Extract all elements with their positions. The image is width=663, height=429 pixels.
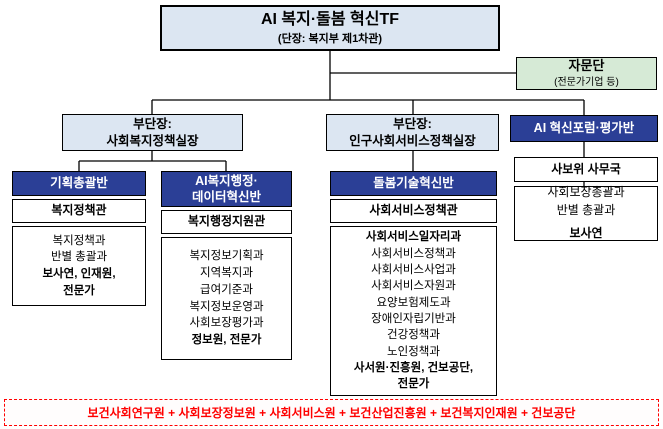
list-line: 전문가 — [397, 378, 430, 391]
planning-manager-label: 복지정책관 — [51, 203, 107, 218]
list-line: 사회보장총괄과 — [547, 185, 625, 200]
list-line: 사회서비스사업과 — [371, 264, 456, 277]
list-line: 지역복지과 — [200, 267, 253, 280]
list-line: 노인정책과 — [387, 345, 440, 358]
list-line: 보사연, 인재원, — [42, 268, 116, 280]
list-line: 복지정보기획과 — [189, 250, 264, 263]
care-tech-header-box: 돌봄기술혁신반 — [330, 171, 497, 196]
planning-manager-box: 복지정책관 — [12, 199, 146, 223]
care-tech-header-label: 돌봄기술혁신반 — [373, 176, 454, 191]
list-line: 복지정책과 — [52, 234, 106, 247]
ai-admin-header-box: AI복지행정· 데이터혁신반 — [161, 171, 292, 207]
ai-admin-manager-box: 복지행정지원관 — [161, 210, 292, 234]
deputy2-box: 부단장: 인구사회서비스정책실장 — [326, 114, 499, 151]
forum-office-label: 사보위 사무국 — [551, 161, 621, 176]
list-line: 사회서비스자원과 — [371, 280, 456, 293]
list-line: 사회서비스정책과 — [371, 247, 456, 260]
list-line: 정보원, 전문가 — [191, 333, 262, 346]
list-line: 부단장: — [393, 116, 432, 131]
list-line: 반별 총괄과 — [556, 202, 616, 217]
list-line: 요양보험제도과 — [376, 296, 451, 309]
list-line: 복지정보운영과 — [189, 300, 264, 313]
list-line: 부단장: — [133, 116, 172, 131]
care-tech-manager-label: 사회서비스정책관 — [369, 203, 458, 218]
list-line: 데이터혁신반 — [191, 190, 261, 204]
forum-header-box: AI 혁신포럼·평가반 — [510, 115, 658, 142]
list-line: 사서원·진흥원, 건보공단, — [353, 361, 474, 374]
list-line: 전문가 — [63, 284, 95, 297]
forum-office-box: 사보위 사무국 — [514, 157, 658, 182]
list-line: 보사연 — [569, 226, 603, 241]
care-tech-manager-box: 사회서비스정책관 — [330, 199, 497, 223]
forum-header-label: AI 혁신포럼·평가반 — [533, 121, 635, 136]
list-line: AI복지행정· — [195, 173, 258, 188]
list-line: 사회보장평가과 — [189, 317, 264, 330]
root-box: AI 복지·돌봄 혁신TF (단장: 복지부 제1차관) — [160, 5, 500, 51]
list-line: 인구사회서비스정책실장 — [349, 133, 476, 148]
advisory-box: 자문단 (전문가기업 등) — [516, 57, 657, 90]
ai-admin-manager-label: 복지행정지원관 — [187, 214, 266, 229]
list-line: 건강정책과 — [387, 329, 440, 342]
advisory-title: 자문단 — [568, 57, 605, 73]
planning-header-label: 기획총괄반 — [50, 176, 108, 191]
advisory-subtitle: (전문가기업 등) — [554, 76, 619, 88]
root-title: AI 복지·돌봄 혁신TF — [260, 11, 400, 29]
deputy1-box: 부단장: 사회복지정책실장 — [62, 114, 243, 151]
root-subtitle: (단장: 복지부 제1차관) — [277, 32, 383, 45]
list-line: 사회서비스일자리과 — [365, 231, 462, 244]
list-line: 급여기준과 — [200, 283, 253, 296]
list-line: 반별 총괄과 — [50, 251, 108, 264]
footer-institutions-box: 보건사회연구원 + 사회보장정보원 + 사회서비스원 + 보건산업진흥원 + 보… — [4, 399, 659, 426]
planning-header-box: 기획총괄반 — [12, 171, 146, 196]
list-line: 장애인자립기반과 — [371, 313, 456, 325]
list-line: 사회복지정책실장 — [106, 133, 199, 148]
footer-institutions-text: 보건사회연구원 + 사회보장정보원 + 사회서비스원 + 보건산업진흥원 + 보… — [87, 406, 576, 420]
